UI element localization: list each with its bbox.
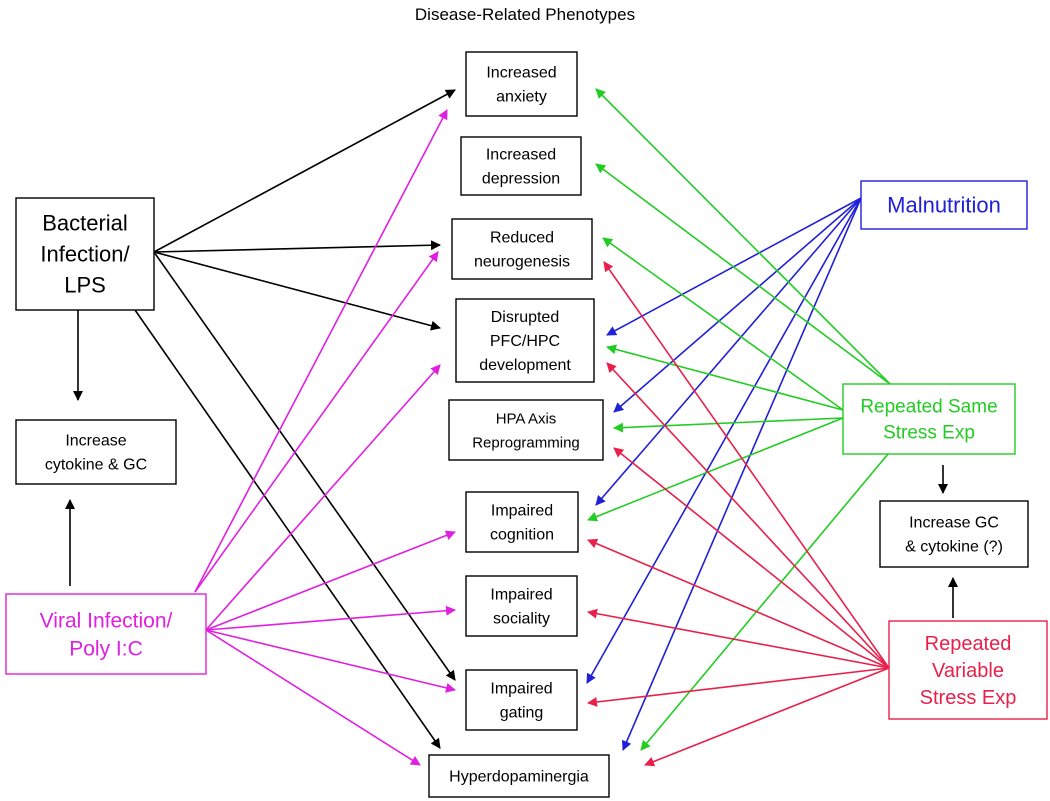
arrow-variable_stress-to-hyperdopaminergia [644, 667, 890, 767]
node-label-line: Repeated Same [860, 397, 997, 418]
node-label-line: Disrupted [491, 309, 559, 326]
node-cytokine-left: Increase cytokine & GC [15, 419, 177, 485]
arrow-variable_stress-to-hpa [613, 447, 890, 669]
node-box [465, 669, 578, 731]
arrow-same_stress-to-neurogenesis [602, 237, 844, 411]
node-label-line: neurogenesis [474, 254, 570, 271]
node-sociality: Impaired sociality [465, 575, 578, 637]
arrow-variable_stress-to-sociality [587, 608, 890, 669]
arrow-viral-to-cognition [205, 530, 456, 631]
arrow-viral-to-anxiety [194, 109, 448, 593]
node-box [860, 180, 1028, 230]
arrow-malnutrition-to-cognition [595, 197, 862, 506]
node-label-line: LPS [64, 273, 106, 298]
node-depression: Increased depression [460, 136, 582, 196]
arrow-variable_stress-to-neurogenesis [603, 261, 890, 669]
arrow-bacterial-to-hyperdopaminergia [134, 309, 441, 749]
arrow-same_stress-to-pfc [606, 344, 844, 411]
diagram-title: Disease-Related Phenotypes [415, 5, 635, 24]
arrow-variable_stress-to-cognition [587, 538, 890, 669]
arrow-same_stress-to-hpa [613, 417, 844, 433]
node-box [428, 754, 610, 798]
edges-layer [65, 88, 958, 767]
node-label-line: Stress Exp [883, 423, 975, 444]
node-box [448, 399, 604, 461]
node-gating: Impaired gating [465, 669, 578, 731]
arrow-viral-to-hyperdopaminergia [205, 629, 421, 766]
node-box [465, 51, 578, 117]
node-label-line: Increase GC [909, 515, 999, 532]
arrow-viral-to-gating [205, 629, 456, 693]
node-label-line: Increase [65, 433, 126, 450]
node-label-line: Bacterial [42, 211, 128, 236]
node-neurogenesis: Reduced neurogenesis [451, 218, 593, 280]
node-label-line: cytokine & GC [45, 457, 147, 474]
node-box [465, 491, 579, 553]
node-label-line: Malnutrition [887, 193, 1001, 218]
arrow-bacterial-to-pfc [153, 251, 441, 331]
node-label-line: Impaired [491, 503, 553, 520]
node-box [460, 136, 582, 196]
arrow-viral-to-pfc [205, 364, 441, 631]
node-label-line: anxiety [496, 89, 547, 106]
node-label-line: Reduced [490, 230, 554, 247]
node-label-line: Reprogramming [472, 434, 580, 451]
arrow-same_stress-to-anxiety [595, 88, 891, 385]
node-label-line: PFC/HPC [490, 333, 560, 350]
node-label-line: cognition [490, 527, 554, 544]
node-label-line: Poly I:C [69, 637, 143, 660]
node-label-line: Impaired [490, 681, 552, 698]
arrow-bacterial-to-neurogenesis [153, 240, 441, 253]
node-label-line: Hyperdopaminergia [449, 769, 589, 786]
arrow-bacterial-to-gating [153, 251, 456, 681]
node-malnutrition: Malnutrition [860, 180, 1028, 230]
node-label-line: HPA Axis [496, 410, 557, 427]
node-label-line: Stress Exp [920, 687, 1017, 709]
node-label-line: development [479, 357, 571, 374]
node-box [842, 383, 1016, 455]
node-label-line: Viral Infection/ [40, 609, 173, 632]
node-label-line: & cytokine (?) [905, 539, 1003, 556]
node-label-line: Variable [932, 660, 1004, 682]
node-label-line: Repeated [925, 633, 1012, 655]
arrow-viral-to-neurogenesis [194, 251, 439, 593]
arrow-variable_stress-to-pfc [606, 362, 890, 669]
node-label-line: Increased [486, 65, 556, 82]
arrow-malnutrition-to-gating [586, 197, 862, 684]
node-gc-right: Increase GC & cytokine (?) [879, 500, 1029, 568]
arrow-same_stress-to-hyperdopaminergia [640, 453, 889, 751]
node-box [888, 620, 1048, 720]
node-box [15, 197, 155, 311]
arrow-bacterial-to-anxiety [153, 89, 456, 253]
node-box [465, 575, 578, 637]
node-box [879, 500, 1029, 568]
node-label-line: depression [482, 171, 560, 188]
node-label-line: Impaired [490, 587, 552, 604]
node-box [5, 593, 207, 675]
node-box [15, 419, 177, 485]
node-label-line: Increased [486, 147, 556, 164]
node-label-line: Infection/ [40, 242, 130, 267]
node-label-line: gating [500, 705, 544, 722]
node-label-line: sociality [493, 611, 550, 628]
arrow-malnutrition-to-hpa [613, 197, 862, 413]
node-box [455, 298, 595, 383]
node-cognition: Impaired cognition [465, 491, 579, 553]
node-hyperdopaminergia: Hyperdopaminergia [428, 754, 610, 798]
node-anxiety: Increased anxiety [465, 51, 578, 117]
arrow-variable_stress-to-gating [587, 667, 890, 707]
arrow-same_stress-to-depression [595, 163, 891, 385]
arrow-same_stress-to-cognition [587, 417, 844, 522]
node-viral: Viral Infection/Poly I:C [5, 593, 207, 675]
node-box [451, 218, 593, 280]
arrow-viral-to-sociality [205, 605, 456, 631]
arrow-malnutrition-to-hyperdopaminergia [621, 197, 862, 751]
